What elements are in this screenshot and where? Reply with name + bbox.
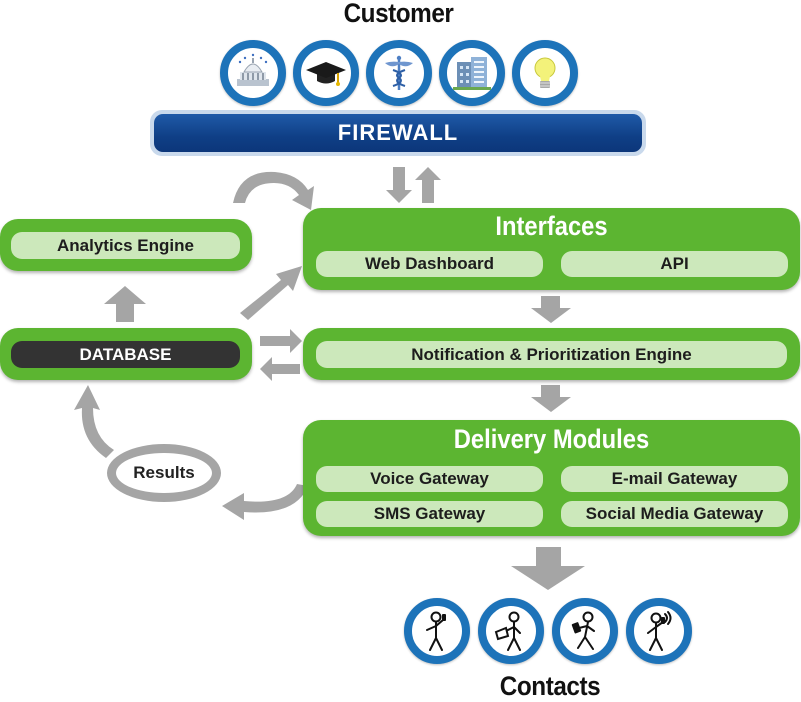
- office-building-icon: [439, 40, 505, 106]
- api-label: API: [561, 251, 788, 277]
- results-label: Results: [133, 463, 195, 482]
- graduation-cap-icon: [293, 40, 359, 106]
- firewall-bar: FIREWALL: [150, 110, 646, 156]
- arrow-database-to-interfaces: [240, 266, 302, 320]
- capitol-building-icon: [220, 40, 286, 106]
- analytics-engine-label: Analytics Engine: [11, 232, 240, 259]
- delivery-modules-title: Delivery Modules: [453, 424, 650, 454]
- arrow-database-to-analytics: [104, 286, 146, 322]
- contacts-title: Contacts: [499, 671, 601, 701]
- arrow-interfaces-to-notification: [531, 296, 571, 323]
- web-dashboard-label: Web Dashboard: [316, 251, 543, 277]
- person-phone-icon: [404, 598, 470, 664]
- person-laptop-icon: [478, 598, 544, 664]
- light-bulb-icon: [512, 40, 578, 106]
- arrow-notification-to-database: [260, 357, 300, 381]
- arrow-delivery-to-results: [222, 484, 308, 520]
- email-gateway-label: E-mail Gateway: [561, 466, 788, 492]
- database-label: DATABASE: [11, 341, 240, 368]
- customer-title: Customer: [343, 0, 454, 28]
- arrow-delivery-to-contacts: [511, 547, 585, 590]
- person-mobile-icon: [626, 598, 692, 664]
- caduceus-icon: [366, 40, 432, 106]
- arrow-database-to-notification: [260, 329, 302, 353]
- sms-gateway-label: SMS Gateway: [316, 501, 543, 527]
- analytics-engine-panel: Analytics Engine: [0, 219, 252, 271]
- database-panel: DATABASE: [0, 328, 252, 380]
- social-media-gateway-label: Social Media Gateway: [561, 501, 788, 527]
- interfaces-title: Interfaces: [495, 211, 608, 241]
- arrow-notification-to-delivery: [531, 385, 571, 412]
- notification-engine-label: Notification & Prioritization Engine: [316, 341, 787, 368]
- arrow-up-to-firewall: [415, 167, 441, 203]
- arrow-down-to-interfaces: [386, 167, 412, 203]
- arrow-analytics-to-interfaces: [233, 171, 314, 210]
- interfaces-panel: Interfaces Web Dashboard API: [303, 208, 800, 290]
- delivery-modules-panel: Delivery Modules Voice Gateway E-mail Ga…: [303, 420, 800, 536]
- voice-gateway-label: Voice Gateway: [316, 466, 543, 492]
- arrow-results-to-database: [74, 385, 114, 458]
- notification-engine-panel: Notification & Prioritization Engine: [303, 328, 800, 380]
- results-ring: Results: [107, 444, 221, 502]
- person-tablet-icon: [552, 598, 618, 664]
- firewall-label: FIREWALL: [154, 114, 642, 152]
